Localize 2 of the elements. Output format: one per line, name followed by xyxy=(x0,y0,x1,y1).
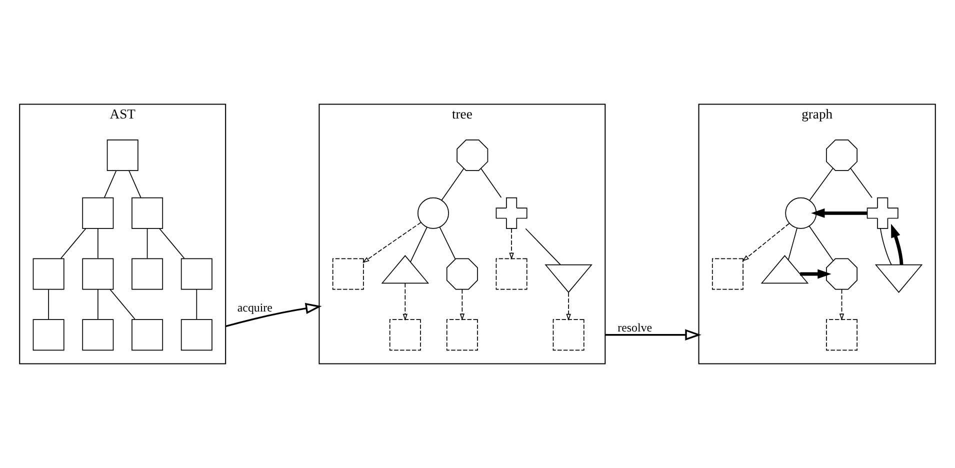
edge-label: resolve xyxy=(618,320,652,335)
edge-label: acquire xyxy=(237,300,272,315)
